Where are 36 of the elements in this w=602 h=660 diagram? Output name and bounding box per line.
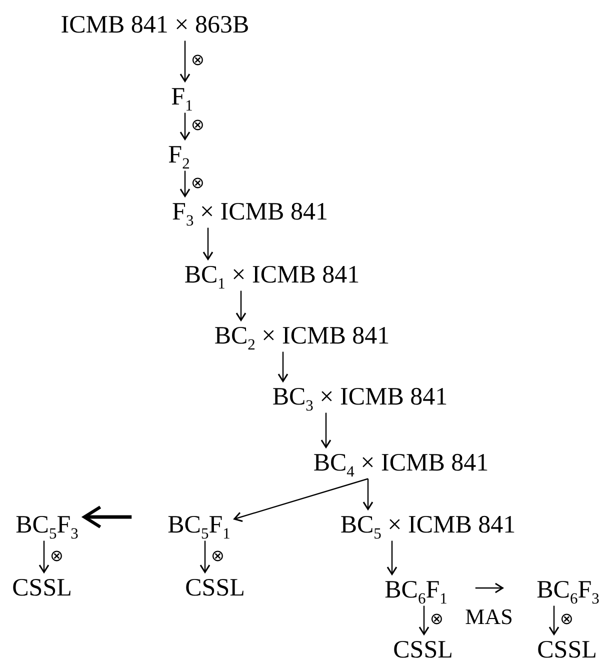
generation-label: CSSL	[12, 574, 72, 602]
edge-label: ⊗	[211, 548, 224, 564]
generation-label: F$_{3}$ × ICMB 841	[172, 198, 328, 226]
arrow	[418, 606, 430, 635]
generation-label: CSSL	[185, 574, 245, 602]
arrow	[548, 606, 560, 635]
generation-label: BC$_{5}$F$_{1}$	[168, 511, 230, 539]
arrow	[200, 540, 210, 573]
generation-label: BC$_{5}$ × ICMB 841	[340, 511, 516, 539]
arrow	[475, 582, 504, 594]
generation-label: BC$_{2}$ × ICMB 841	[214, 322, 390, 350]
arrow	[234, 478, 368, 522]
generation-label: BC$_{6}$F$_{3}$	[536, 576, 600, 604]
generation-label: ICMB 841 × 863B	[60, 11, 250, 39]
arrow	[278, 352, 288, 382]
edge-label: ⊗	[50, 548, 63, 564]
generation-label: BC$_{1}$ × ICMB 841	[184, 261, 360, 289]
generation-label: BC$_{3}$ × ICMB 841	[272, 383, 448, 411]
arrow	[202, 228, 214, 260]
edge-label: ⊗	[191, 176, 204, 192]
arrow	[180, 112, 190, 140]
arrow	[386, 540, 398, 575]
arrow	[236, 290, 246, 321]
arrow	[320, 412, 332, 448]
generation-label: BC$_{6}$F$_{1}$	[384, 576, 448, 604]
generation-label: F$_{1}$	[171, 83, 193, 111]
arrow	[362, 478, 374, 510]
arrow	[180, 40, 190, 82]
generation-label: CSSL	[537, 636, 597, 660]
generation-label: BC$_{5}$F$_{3}$	[16, 511, 78, 539]
arrow	[180, 170, 190, 197]
generation-label: BC$_{4}$ × ICMB 841	[313, 449, 489, 477]
arrow	[38, 540, 50, 573]
generation-label: CSSL	[393, 636, 453, 660]
generation-label: F$_{2}$	[168, 141, 190, 169]
arrow	[82, 506, 132, 528]
